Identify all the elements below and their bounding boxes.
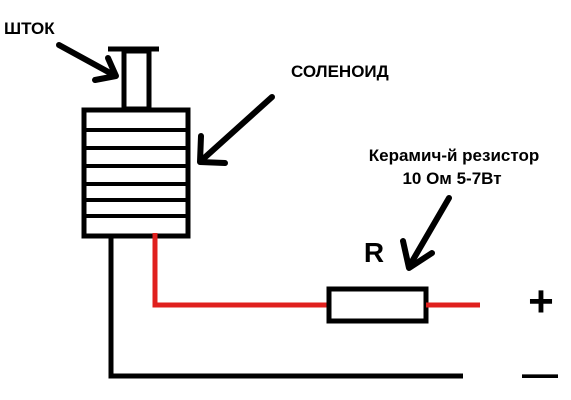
rod-label: ШТОК [4,19,55,38]
rod-body [121,48,152,112]
resistor-description-line2: 10 Ом 5-7Вт [402,169,501,188]
positive-terminal-sign: + [528,277,554,326]
resistor-description-line1: Керамич-й резистор [369,146,539,165]
resistor [326,286,429,324]
negative-wire [108,236,463,379]
resistor-pointer-arrow [400,195,452,271]
solenoid-coil [81,107,191,239]
resistor-symbol-label: R [364,237,384,268]
solenoid-label: СОЛЕНОИД [291,62,389,81]
rod-pointer-arrow [56,42,119,83]
solenoid-pointer-arrow [197,94,275,166]
negative-terminal-sign: — [522,353,558,394]
positive-wire-solenoid-side [152,233,329,308]
